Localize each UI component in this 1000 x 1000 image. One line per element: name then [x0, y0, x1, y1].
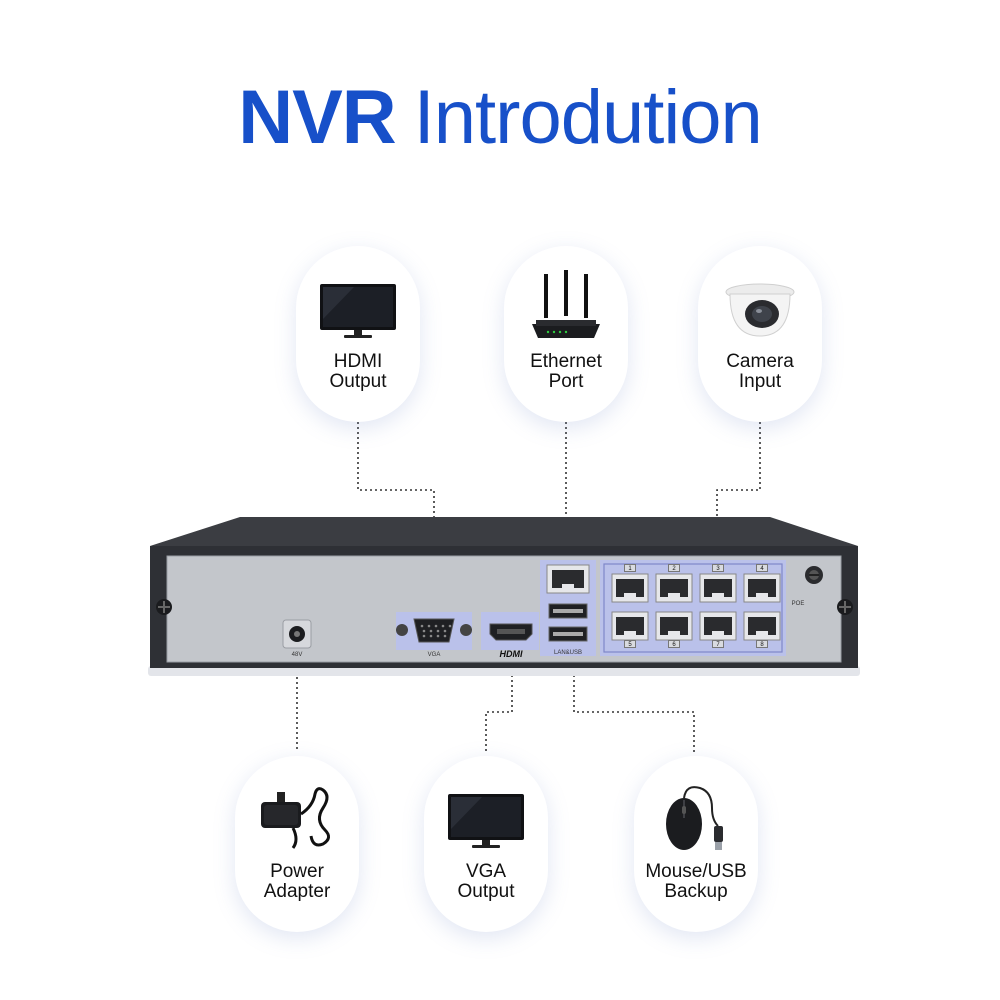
- poe-port-number: 7: [712, 640, 724, 648]
- device-top-cover: [150, 517, 858, 546]
- poe-port-number: 1: [624, 564, 636, 572]
- callout-label-line-2: Port: [548, 371, 584, 392]
- port-label-poe: POE: [791, 601, 805, 607]
- callout-label-line-2: Input: [738, 371, 782, 392]
- monitor-icon: [448, 794, 524, 848]
- callout-label-line-1: Camera: [726, 351, 794, 372]
- poe-port: [699, 611, 737, 641]
- title-bold-part: NVR: [238, 75, 396, 160]
- poe-port-number: 6: [668, 640, 680, 648]
- callout-label-line-2: Output: [457, 881, 515, 902]
- poe-port: [611, 573, 649, 603]
- poe-port: [611, 611, 649, 641]
- port-label-lan-usb: LAN&USB: [553, 650, 582, 656]
- usb-port-1: [548, 603, 588, 619]
- callout-label-line-2: Backup: [664, 881, 728, 902]
- router-icon: [532, 270, 600, 338]
- lan-port: [546, 564, 590, 594]
- callout-label-line-1: VGA: [465, 861, 507, 882]
- hdmi-port: [489, 623, 533, 641]
- poe-port-number: 5: [624, 640, 636, 648]
- dome-camera-icon: [725, 283, 795, 337]
- poe-port-number: 2: [668, 564, 680, 572]
- connector-hdmi-output: [357, 422, 435, 628]
- callout-label-line-1: Power: [270, 861, 324, 882]
- port-label-hdmi: HDMI: [499, 649, 523, 659]
- monitor-icon: [320, 284, 396, 338]
- callout-label-line-2: Adapter: [263, 881, 331, 902]
- poe-port: [655, 573, 693, 603]
- power-adapter-icon: [261, 787, 330, 849]
- screw-left: [156, 599, 172, 615]
- poe-port: [743, 573, 781, 603]
- power-port: [282, 619, 312, 649]
- callout-label-line-1: Mouse/USB: [645, 861, 747, 882]
- mouse-icon: [666, 786, 723, 850]
- port-label-vga: VGA: [427, 652, 441, 658]
- poe-port-grid: [611, 573, 781, 641]
- poe-port-number: 4: [756, 564, 768, 572]
- vga-port: [396, 618, 472, 643]
- poe-port: [655, 611, 693, 641]
- poe-port-number: 8: [756, 640, 768, 648]
- usb-port-2: [548, 626, 588, 642]
- connector-vga-output: [485, 650, 513, 752]
- poe-port-number: 3: [712, 564, 724, 572]
- callout-label-line-1: Ethernet: [530, 351, 602, 372]
- title-light-part: Introdution: [413, 75, 763, 160]
- poe-port: [699, 573, 737, 603]
- callout-label-line-2: Output: [329, 371, 387, 392]
- ground-screw: [805, 566, 823, 584]
- poe-port: [743, 611, 781, 641]
- device-shadow: [148, 666, 860, 676]
- callout-label-line-1: HDMI: [333, 351, 383, 372]
- screw-right: [837, 599, 853, 615]
- port-label-power: 48V: [291, 652, 303, 658]
